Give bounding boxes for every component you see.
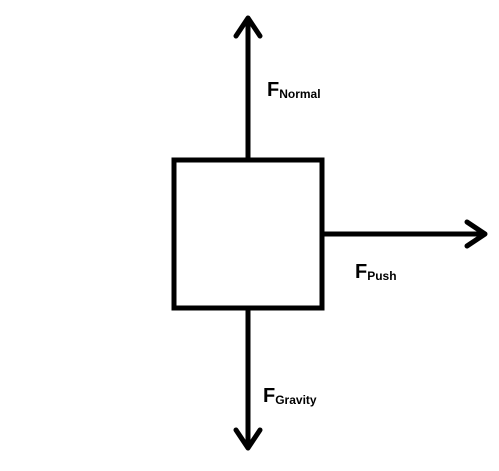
normal-force-subscript: Normal bbox=[279, 87, 321, 101]
object-box bbox=[171, 157, 325, 311]
gravity-force-symbol: F bbox=[263, 385, 276, 407]
normal-force-arrow bbox=[233, 15, 263, 160]
push-force-label: FPush bbox=[355, 262, 397, 282]
push-force-arrow bbox=[322, 219, 488, 249]
normal-force-symbol: F bbox=[267, 79, 280, 101]
gravity-force-subscript: Gravity bbox=[275, 393, 317, 407]
gravity-force-label: FGravity bbox=[263, 386, 317, 406]
gravity-force-arrow bbox=[233, 308, 263, 451]
normal-force-label: FNormal bbox=[267, 80, 321, 100]
push-force-subscript: Push bbox=[367, 269, 397, 283]
push-force-symbol: F bbox=[355, 261, 368, 283]
